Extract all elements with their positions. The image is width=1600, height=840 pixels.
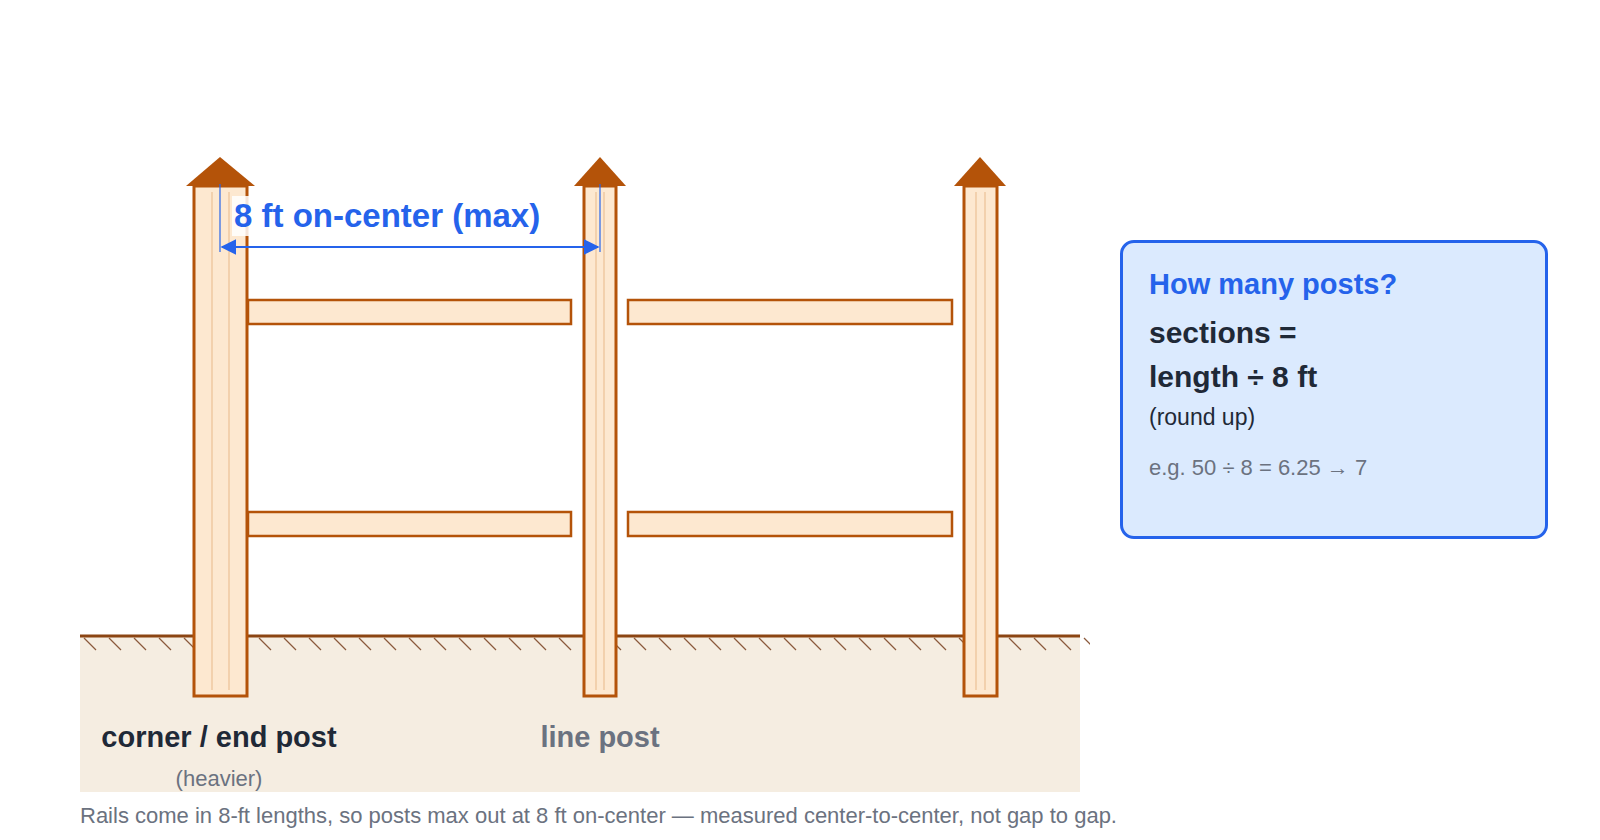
post-label: corner / end post bbox=[101, 720, 336, 754]
post-note: (heavier) bbox=[176, 766, 263, 792]
callout-heading: How many posts? bbox=[1149, 267, 1519, 301]
wood-grain bbox=[212, 192, 985, 690]
formula: sections = length ÷ 8 ft bbox=[1149, 311, 1379, 399]
post-label: line post bbox=[540, 720, 659, 754]
posts bbox=[194, 186, 997, 696]
post-caps bbox=[186, 157, 1006, 186]
formula-note: (round up) bbox=[1149, 403, 1519, 431]
example-text: e.g. 50 ÷ 8 = 6.25 → 7 bbox=[1149, 455, 1519, 481]
caption: Rails come in 8-ft lengths, so posts max… bbox=[80, 803, 1117, 829]
callout-box: How many posts? sections = length ÷ 8 ft (… bbox=[1120, 240, 1548, 539]
dimension-label: 8 ft on-center (max) bbox=[232, 196, 542, 236]
dimension-line bbox=[220, 184, 600, 252]
